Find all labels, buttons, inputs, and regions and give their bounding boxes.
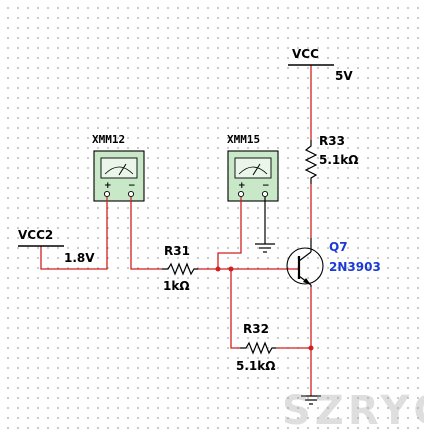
svg-text:−: −	[128, 181, 136, 191]
junction-dot	[308, 345, 314, 351]
vcc2-value-label: 1.8V	[64, 251, 95, 265]
transistor-q7[interactable]	[286, 238, 324, 287]
multimeter-xmm15[interactable]: + −	[227, 150, 279, 202]
r31-value-label: 1kΩ	[163, 279, 190, 293]
svg-text:+: +	[104, 181, 112, 191]
wire-node-xmm15	[217, 202, 242, 269]
r33-label: R33	[319, 134, 345, 148]
q7-part-label: 2N3903	[329, 260, 381, 274]
r32-value-label: 5.1kΩ	[236, 359, 276, 373]
resistor-r32[interactable]	[240, 341, 276, 355]
watermark: SZRYG	[282, 388, 424, 434]
r32-label: R32	[243, 322, 269, 336]
xmm12-label: XMM12	[92, 133, 126, 146]
q7-label: Q7	[329, 240, 348, 254]
vcc2-label: VCC2	[18, 228, 54, 242]
xmm15-label: XMM15	[227, 133, 261, 146]
svg-text:+: +	[238, 181, 246, 191]
resistor-r33[interactable]	[304, 140, 318, 184]
junction-dot	[215, 266, 221, 272]
r31-label: R31	[164, 244, 190, 258]
junction-dot	[228, 266, 234, 272]
wire-node-r32	[230, 269, 240, 349]
wire-vcc2-xmm12	[40, 202, 108, 270]
vcc-value-label: 5V	[335, 69, 353, 83]
resistor-r31[interactable]	[162, 262, 198, 276]
r33-value-label: 5.1kΩ	[319, 153, 359, 167]
vcc-label: VCC	[292, 47, 319, 61]
multimeter-xmm12[interactable]: + −	[93, 150, 145, 202]
wire-xmm12-r31	[130, 202, 162, 270]
svg-text:−: −	[262, 181, 270, 191]
